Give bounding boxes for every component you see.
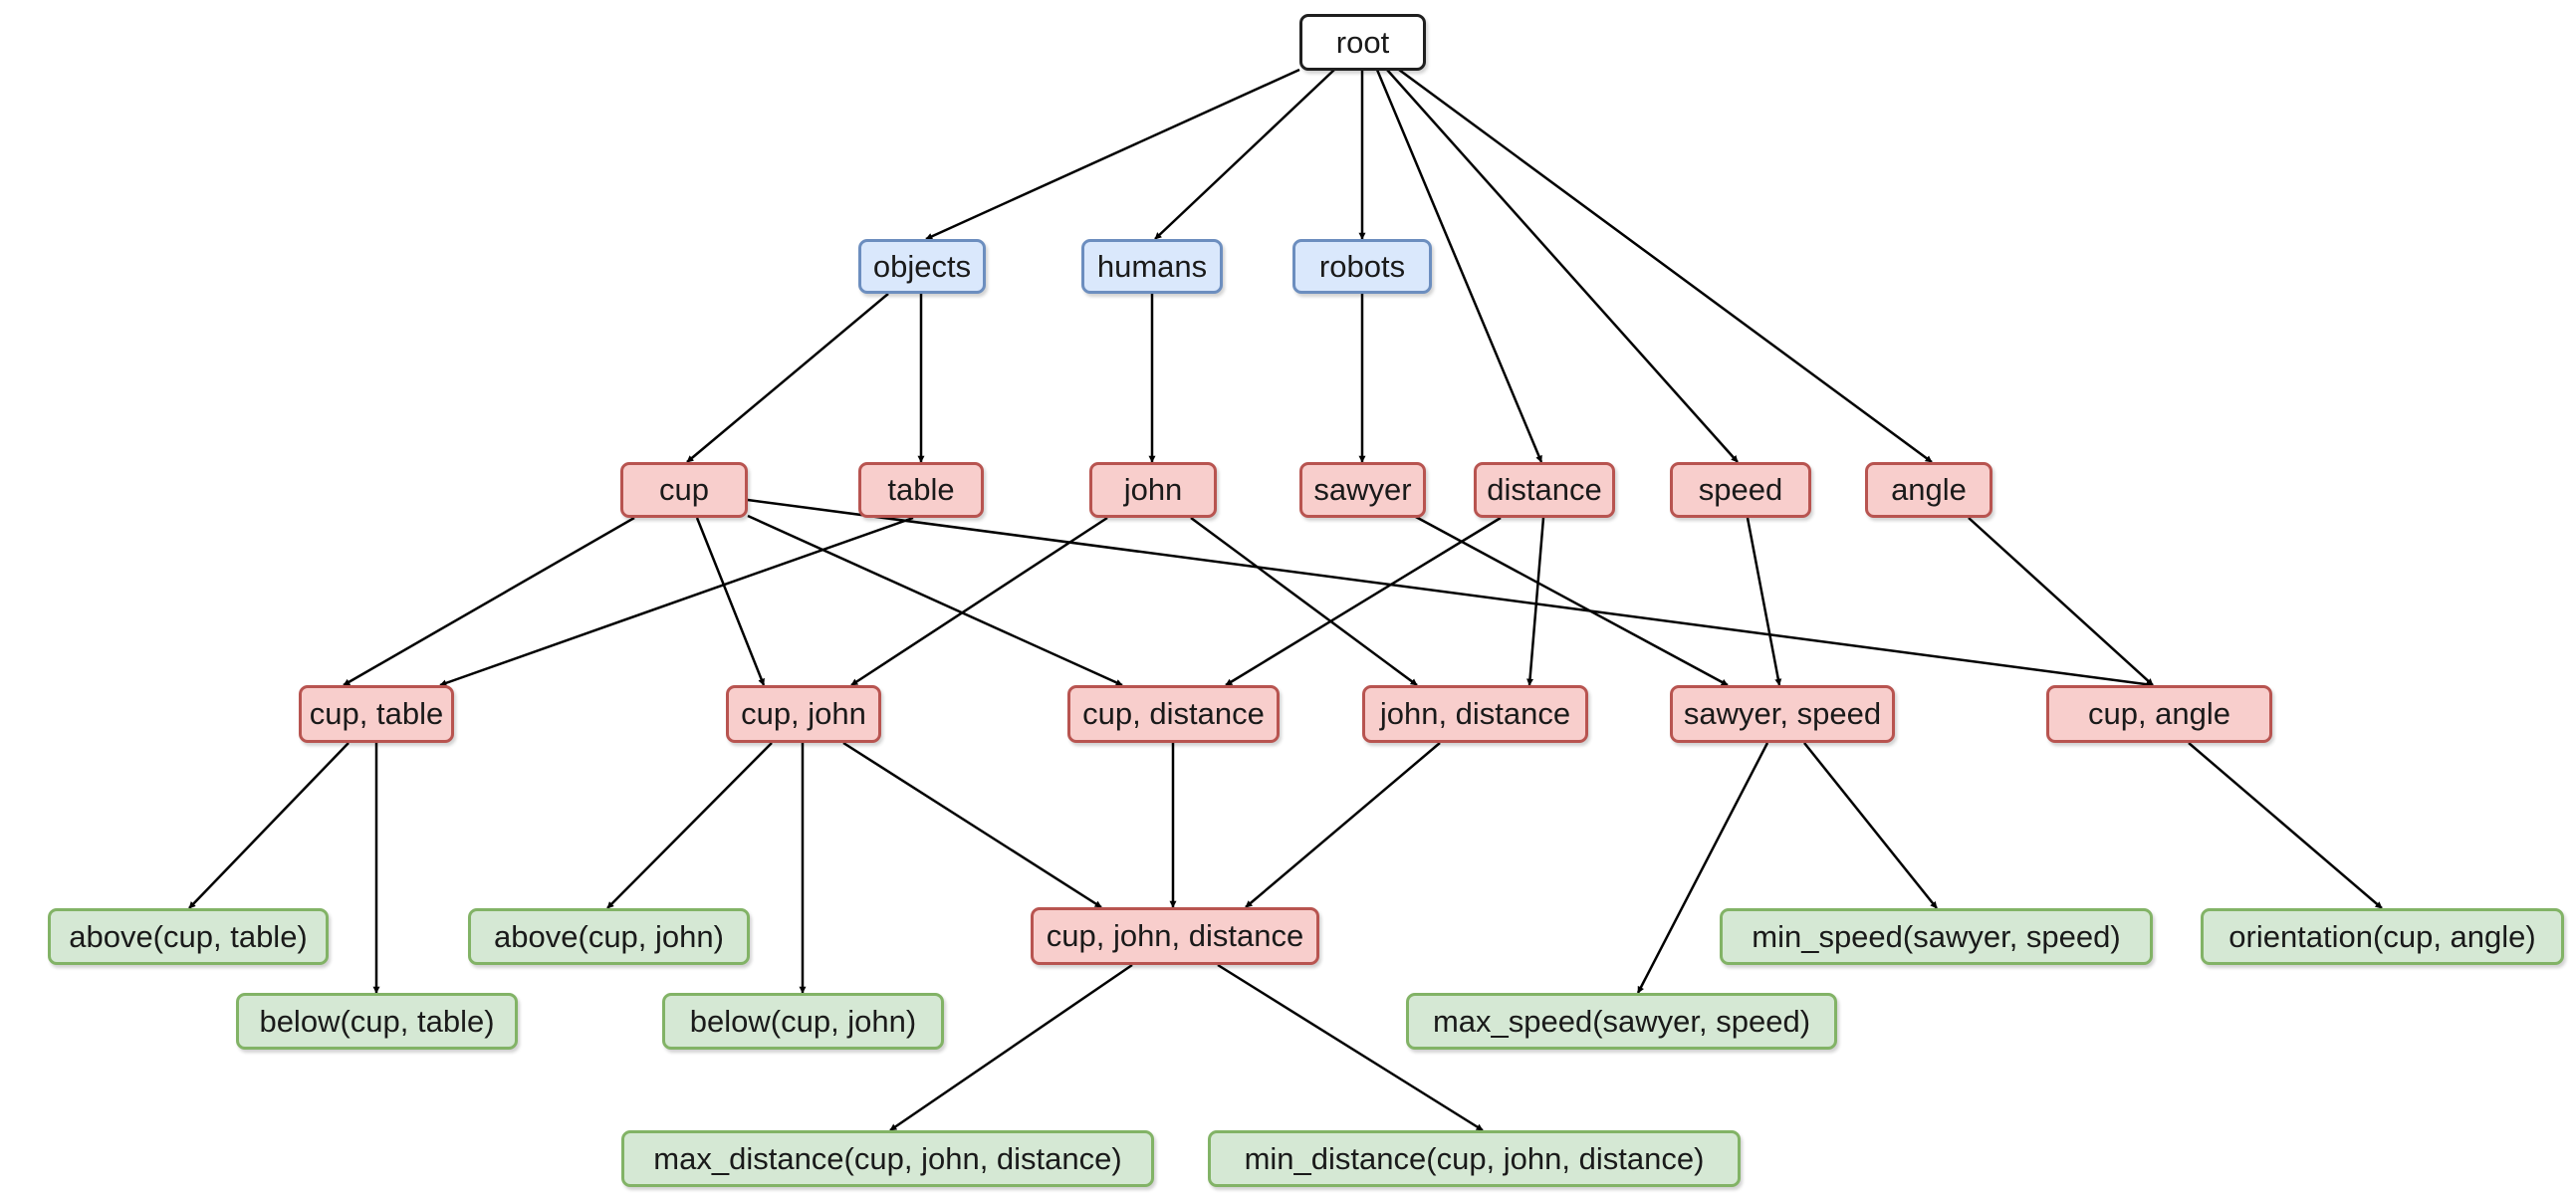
node-sawyer-speed[interactable]: sawyer, speed xyxy=(1670,685,1895,743)
edge-john-to-cup-john xyxy=(850,516,1108,687)
node-sawyer[interactable]: sawyer xyxy=(1299,462,1426,518)
edge-cup-to-cup-table xyxy=(343,516,635,687)
node-root[interactable]: root xyxy=(1299,14,1426,71)
node-max-distance[interactable]: max_distance(cup, john, distance) xyxy=(621,1130,1154,1187)
node-orientation[interactable]: orientation(cup, angle) xyxy=(2201,908,2564,965)
edge-cup-john-to-cup-john-distance xyxy=(842,741,1102,909)
node-cup-john-distance[interactable]: cup, john, distance xyxy=(1031,907,1319,965)
node-angle[interactable]: angle xyxy=(1865,462,1992,518)
node-max-speed[interactable]: max_speed(sawyer, speed) xyxy=(1406,993,1837,1050)
node-distance[interactable]: distance xyxy=(1474,462,1615,518)
edge-root-to-speed xyxy=(1386,69,1739,463)
node-john-distance[interactable]: john, distance xyxy=(1362,685,1588,743)
edge-cup-john-to-above-cup-john xyxy=(606,742,773,909)
edge-cup-to-cup-distance xyxy=(747,514,1123,687)
edge-root-to-humans xyxy=(1154,69,1335,240)
edge-cup-angle-to-orientation xyxy=(2188,742,2383,909)
node-cup[interactable]: cup xyxy=(620,462,748,518)
edge-john-to-john-distance xyxy=(1190,516,1418,687)
node-below-cup-john[interactable]: below(cup, john) xyxy=(662,993,944,1050)
edge-cup-to-cup-john xyxy=(695,517,766,686)
edge-sawyer-speed-to-max-speed xyxy=(1636,742,1769,994)
node-objects[interactable]: objects xyxy=(858,239,986,294)
node-above-cup-john[interactable]: above(cup, john) xyxy=(468,908,750,965)
node-cup-angle[interactable]: cup, angle xyxy=(2046,685,2272,743)
edge-speed-to-sawyer-speed xyxy=(1746,517,1782,686)
node-below-cup-table[interactable]: below(cup, table) xyxy=(236,993,518,1050)
edge-cup-to-cup-angle xyxy=(747,498,2154,688)
node-cup-john[interactable]: cup, john xyxy=(726,685,881,743)
edge-root-to-distance xyxy=(1375,69,1543,463)
edge-root-to-angle xyxy=(1398,68,1933,464)
edge-objects-to-cup xyxy=(686,293,889,463)
edge-sawyer-to-sawyer-speed xyxy=(1413,514,1729,687)
node-above-cup-table[interactable]: above(cup, table) xyxy=(48,908,329,965)
edge-cup-john-distance-to-max-distance xyxy=(889,963,1133,1132)
node-speed[interactable]: speed xyxy=(1670,462,1811,518)
node-table[interactable]: table xyxy=(858,462,984,518)
node-min-distance[interactable]: min_distance(cup, john, distance) xyxy=(1208,1130,1741,1187)
edge-cup-table-to-above-cup-table xyxy=(188,742,350,909)
edge-distance-to-john-distance xyxy=(1526,517,1545,686)
edge-root-to-objects xyxy=(925,68,1300,241)
node-humans[interactable]: humans xyxy=(1081,239,1223,294)
edge-distance-to-cup-distance xyxy=(1225,516,1502,687)
edge-angle-to-cup-angle xyxy=(1968,517,2154,686)
edge-table-to-cup-table xyxy=(439,516,914,687)
node-cup-table[interactable]: cup, table xyxy=(299,685,454,743)
edge-cup-john-distance-to-min-distance xyxy=(1217,963,1484,1132)
edge-john-distance-to-cup-john-distance xyxy=(1245,742,1441,908)
node-min-speed[interactable]: min_speed(sawyer, speed) xyxy=(1720,908,2153,965)
edge-sawyer-speed-to-min-speed xyxy=(1803,742,1938,909)
node-cup-distance[interactable]: cup, distance xyxy=(1067,685,1280,743)
node-john[interactable]: john xyxy=(1089,462,1217,518)
node-robots[interactable]: robots xyxy=(1292,239,1432,294)
